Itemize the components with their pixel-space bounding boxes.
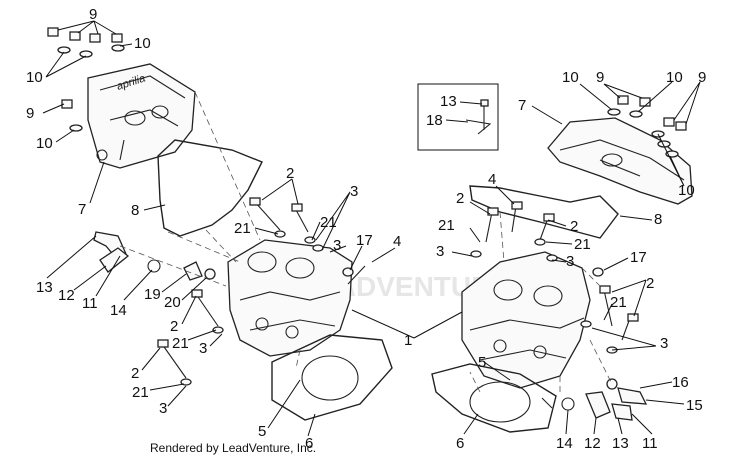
callout-21: 21 <box>610 294 627 311</box>
head-gasket-left <box>271 334 393 421</box>
callout-10: 10 <box>36 135 53 152</box>
fittings-left <box>93 231 216 281</box>
leader-lines <box>42 20 701 437</box>
callout-11: 11 <box>82 295 98 312</box>
callout-16: 16 <box>672 374 689 391</box>
cylinder-head-right <box>461 251 591 389</box>
callout-17: 17 <box>630 249 647 266</box>
callout-2: 2 <box>131 365 139 382</box>
callout-4: 4 <box>488 171 496 188</box>
callout-6: 6 <box>456 435 464 452</box>
callout-3: 3 <box>566 253 574 270</box>
callout-2: 2 <box>286 165 294 182</box>
callout-21: 21 <box>574 236 591 253</box>
callout-3: 3 <box>350 183 358 200</box>
callout-1: 1 <box>404 332 412 349</box>
callout-12: 12 <box>584 435 601 452</box>
callout-17: 17 <box>356 232 373 249</box>
callout-2: 2 <box>646 275 654 292</box>
cover-bolts-right <box>607 95 687 158</box>
callout-19: 19 <box>144 286 161 303</box>
head-bolts-right <box>470 201 639 354</box>
callout-10: 10 <box>134 35 151 52</box>
head-bolts-left <box>157 197 366 386</box>
callout-4: 4 <box>393 233 401 250</box>
callout-21: 21 <box>172 335 189 352</box>
valve-cover-left: aprilia <box>87 63 196 169</box>
cover-gasket-left <box>157 139 263 237</box>
callout-3: 3 <box>660 335 668 352</box>
callout-21: 21 <box>234 220 251 237</box>
callout-14: 14 <box>556 435 573 452</box>
callout-10: 10 <box>26 69 43 86</box>
cylinder-head-left <box>227 239 353 357</box>
footer-credit: Rendered by LeadVenture, Inc. <box>150 441 316 455</box>
callout-9: 9 <box>89 6 97 23</box>
callout-labels: 9 10 10 9 10 7 8 2 3 21 21 3 17 4 13 12 … <box>26 6 706 452</box>
callout-9: 9 <box>596 69 604 86</box>
callout-6: 6 <box>305 435 313 452</box>
callout-7: 7 <box>78 201 86 218</box>
callout-3: 3 <box>199 340 207 357</box>
alignment-lines-left <box>119 91 301 369</box>
valve-cover-right <box>547 117 693 205</box>
callout-20: 20 <box>164 294 181 311</box>
callout-21: 21 <box>320 214 337 231</box>
callout-11: 11 <box>642 435 658 452</box>
callout-3: 3 <box>159 400 167 417</box>
callout-13: 13 <box>612 435 629 452</box>
cover-bolts-left <box>47 27 125 132</box>
head-gasket-right <box>431 363 557 433</box>
callout-18: 18 <box>426 112 443 129</box>
callout-8: 8 <box>654 211 662 228</box>
callout-13: 13 <box>440 93 457 110</box>
callout-10: 10 <box>678 182 695 199</box>
callout-9: 9 <box>26 105 34 122</box>
callout-2: 2 <box>456 190 464 207</box>
inset-bolt <box>465 99 492 135</box>
callout-5: 5 <box>478 354 486 371</box>
callout-9: 9 <box>698 69 706 86</box>
inset-box <box>417 83 499 151</box>
fittings-right <box>541 378 648 421</box>
callout-13: 13 <box>36 279 53 296</box>
alignment-lines-right <box>469 211 613 396</box>
callout-2: 2 <box>170 318 178 335</box>
callout-21: 21 <box>438 217 455 234</box>
callout-8: 8 <box>131 202 139 219</box>
callout-14: 14 <box>110 302 127 319</box>
callout-7: 7 <box>518 97 526 114</box>
callout-12: 12 <box>58 287 75 304</box>
callout-3: 3 <box>436 243 444 260</box>
callout-3: 3 <box>333 237 341 254</box>
callout-10: 10 <box>562 69 579 86</box>
callout-15: 15 <box>686 397 703 414</box>
callout-21: 21 <box>132 384 149 401</box>
callout-10: 10 <box>666 69 683 86</box>
callout-5: 5 <box>258 423 266 440</box>
callout-2: 2 <box>570 218 578 235</box>
